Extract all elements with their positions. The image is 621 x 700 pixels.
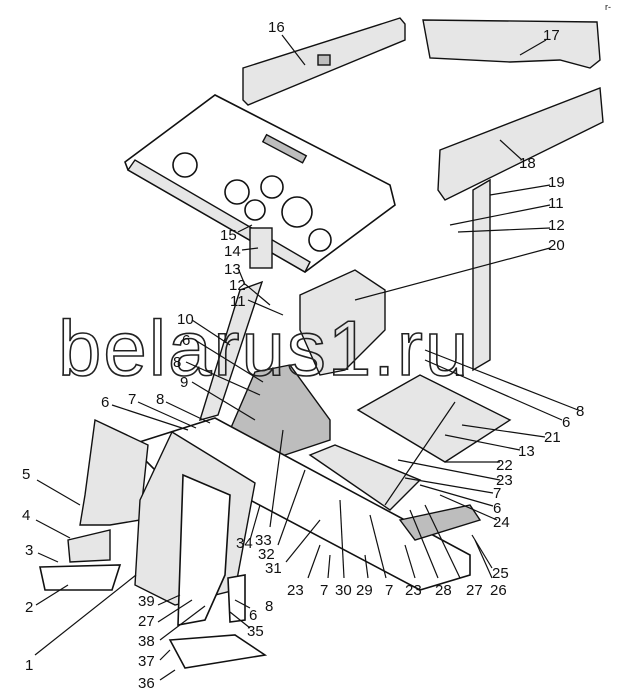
part-label: 6: [493, 500, 501, 517]
part-label: 11: [230, 293, 246, 310]
part-label: 6: [101, 394, 109, 411]
part-label: 7: [320, 582, 328, 599]
part-16-slot: [317, 54, 331, 66]
part-label: 16: [268, 19, 285, 36]
watermark: belarus1.ru: [58, 304, 470, 392]
gauge-hole: [260, 175, 284, 199]
part-label: 6: [249, 607, 257, 624]
leader-lines: [34, 34, 579, 681]
gauge-hole: [172, 152, 198, 178]
part-label: 13: [224, 261, 241, 278]
part-17-panel: [422, 19, 601, 69]
part-label: 19: [548, 174, 565, 191]
part-label: 7: [493, 485, 501, 502]
part-28-pedal: [398, 504, 482, 541]
part-label: 30: [335, 582, 352, 599]
part-label: 12: [229, 277, 246, 294]
gauge-hole: [244, 199, 266, 221]
part-label: 22: [496, 457, 513, 474]
part-14-bracket: [249, 227, 273, 269]
part-label: 2: [25, 599, 33, 616]
part-label: 23: [496, 472, 513, 489]
part-label: 39: [138, 593, 155, 610]
part-label: 6: [182, 332, 190, 349]
part-label: 23: [405, 582, 422, 599]
part-36-bracket: [168, 634, 268, 669]
part-label: 11: [548, 195, 564, 212]
gauge-hole: [224, 179, 250, 205]
gauge-hole: [308, 228, 332, 252]
part-label: 21: [544, 429, 561, 446]
part-13-pillar: [198, 280, 264, 422]
part-label: 4: [22, 507, 30, 524]
part-label: 29: [356, 582, 373, 599]
part-13-rod: [384, 401, 456, 506]
part-label: 7: [385, 582, 393, 599]
part-label: 9: [180, 374, 188, 391]
part-labels: 16 17 18 19 11 12 20 15 14 13 12 11 10 6…: [22, 19, 584, 692]
corner-mark: r-: [605, 2, 611, 12]
part-label: 13: [518, 443, 535, 460]
part-label: 17: [543, 27, 560, 44]
part-label: 25: [492, 565, 509, 582]
part-label: 18: [519, 155, 536, 172]
part-39-panel: [177, 473, 231, 626]
part-4-bracket: [67, 529, 111, 563]
part-label: 31: [265, 560, 282, 577]
part-label: 8: [173, 354, 181, 371]
part-label: 27: [466, 582, 483, 599]
part-label: 35: [247, 623, 264, 640]
part-label: 8: [576, 403, 584, 420]
part-label: 14: [224, 243, 241, 260]
gauge-hole: [281, 196, 313, 228]
part-label: 1: [25, 657, 33, 674]
part-label: 12: [548, 217, 565, 234]
part-label: 32: [258, 546, 275, 563]
part-label: 23: [287, 582, 304, 599]
part-label: 3: [25, 542, 33, 559]
part-label: 28: [435, 582, 452, 599]
part-19-column: [472, 178, 491, 372]
part-35-bracket: [227, 574, 246, 623]
part-label: 5: [22, 466, 30, 483]
part-label: 33: [255, 532, 272, 549]
part-5-panel: [79, 418, 149, 526]
part-label: 34: [236, 535, 253, 552]
part-label: 36: [138, 675, 155, 692]
part-label: 7: [128, 391, 136, 408]
part-label: 10: [177, 311, 194, 328]
part-label: 8: [156, 391, 164, 408]
part-label: 24: [493, 514, 510, 531]
part-18-panel: [437, 87, 604, 201]
part-label: 26: [490, 582, 507, 599]
part-label: 27: [138, 613, 155, 630]
part-label: 6: [562, 414, 570, 431]
part-label: 20: [548, 237, 565, 254]
part-20-cover: [299, 269, 386, 376]
part-label: 37: [138, 653, 155, 670]
switch-slot: [261, 133, 308, 164]
part-3-bracket: [39, 564, 122, 591]
part-label: 15: [220, 227, 237, 244]
part-label: 38: [138, 633, 155, 650]
part-label: 8: [265, 598, 273, 615]
